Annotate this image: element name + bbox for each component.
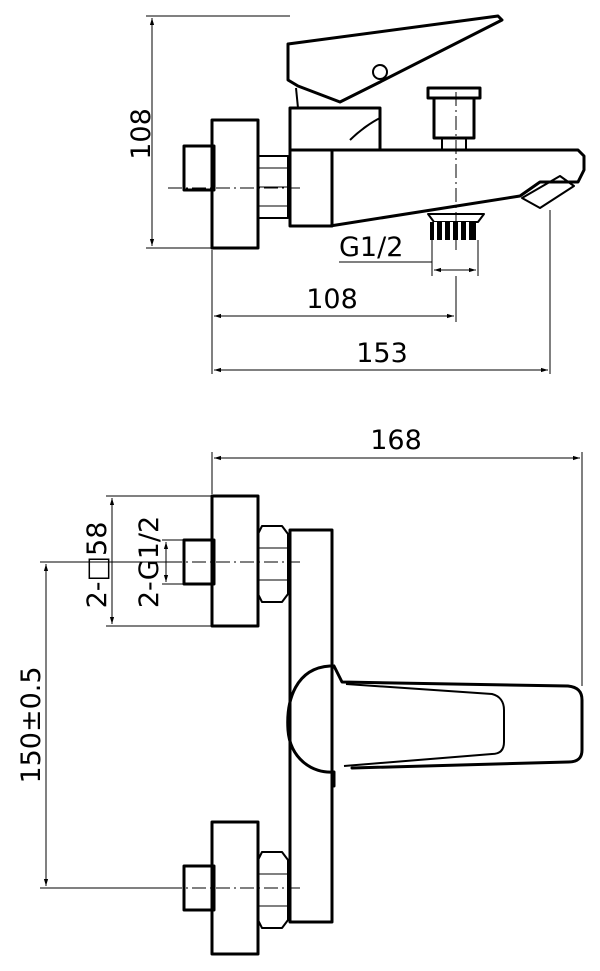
side-view: 108 G1/2 108 153 [126,14,586,374]
front-upper-inlet-pipe [182,538,216,586]
side-escutcheon [210,118,260,250]
front-handle-lever [286,664,584,788]
front-upper-escutcheon [210,494,260,628]
escutcheon-square-label: 2-□58 [82,522,113,609]
height-dimension-label: 108 [126,108,157,160]
depth-dimension-label: 153 [356,338,408,369]
side-hex-nut [257,155,289,219]
side-handle-lever [286,14,504,104]
side-spout [328,148,586,228]
side-diverter-knob [426,86,482,151]
side-cartridge-housing [288,106,382,154]
front-lower-inlet-pipe [182,864,216,912]
front-lower-hex-nut [257,851,289,929]
front-upper-hex-nut [257,525,289,603]
side-inlet-pipe [182,144,216,192]
side-aerator [521,175,575,209]
front-vertical-body [288,528,334,924]
outlet-thread-label: G1/2 [339,232,403,263]
side-shower-outlet [427,213,485,240]
outlet-offset-label: 108 [306,284,358,315]
width-dimension-label: 168 [370,425,422,456]
front-view: 168 2-□58 2-G1/2 150±0.5 [16,425,584,956]
center-distance-label: 150±0.5 [16,666,47,783]
